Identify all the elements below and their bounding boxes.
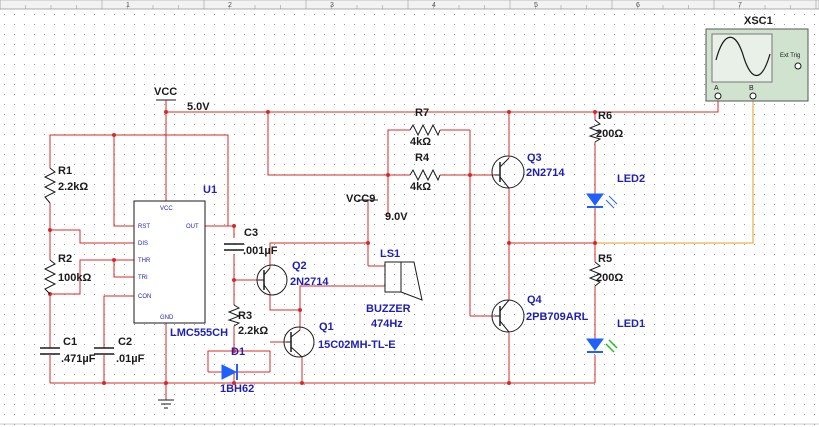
capacitor-c1[interactable]: C1 .471µF — [40, 336, 96, 365]
r2-value: 100kΩ — [58, 272, 91, 284]
q3-ref: Q3 — [527, 152, 542, 164]
u1-pin-vcc: VCC — [160, 206, 173, 212]
resistor-r7[interactable]: R7 4kΩ — [409, 107, 441, 148]
d1-part: 1BH62 — [220, 383, 254, 395]
resistor-r1[interactable]: R1 2.2kΩ — [43, 165, 88, 204]
c2-value: .01µF — [116, 353, 145, 365]
wires[interactable] — [49, 96, 719, 400]
ruler-mark: 5 — [534, 2, 538, 9]
c3-ref: C3 — [244, 227, 258, 239]
c2-ref: C2 — [118, 336, 132, 348]
led1-ref: LED1 — [617, 318, 645, 330]
capacitor-c2[interactable]: C2 .01µF — [94, 336, 145, 365]
waveform-icon — [715, 36, 771, 77]
r6-value: 200Ω — [596, 128, 623, 140]
u1-part: LMC555CH — [170, 327, 228, 339]
r3-ref: R3 — [238, 310, 252, 322]
c1-value: .471µF — [61, 353, 96, 365]
scope-probe-wire[interactable] — [595, 96, 754, 244]
ground-icon — [158, 399, 174, 409]
ruler-mark: 7 — [738, 2, 742, 9]
u1-ref: U1 — [203, 184, 217, 196]
transistor-q1[interactable]: Q1 15C02MH-TL-E — [283, 321, 396, 358]
q1-ref: Q1 — [319, 321, 334, 333]
q2-ref: Q2 — [292, 260, 307, 272]
ruler-mark: 2 — [228, 2, 232, 9]
ruler-mark: 4 — [432, 2, 436, 9]
top-ruler: 1 2 3 4 5 6 7 — [0, 0, 819, 10]
u1-pin-tri: TRI — [138, 275, 148, 281]
resistor-r2[interactable]: R2 100kΩ — [43, 253, 91, 295]
transistor-q2[interactable]: Q2 2N2714 — [256, 260, 329, 296]
ls1-ref: LS1 — [380, 248, 400, 260]
ls1-freq: 474Hz — [371, 318, 403, 330]
led2-ref: LED2 — [617, 173, 645, 185]
u1-pin-con: CON — [138, 294, 151, 300]
resistor-r5[interactable]: R5 200Ω — [588, 253, 623, 287]
r1-value: 2.2kΩ — [58, 181, 88, 193]
diode-d1[interactable]: D1 1BH62 — [220, 346, 254, 395]
q3-part: 2N2714 — [526, 167, 565, 179]
r4-value: 4kΩ — [410, 181, 431, 193]
vcc9-source[interactable]: VCC9 9.0V — [346, 193, 408, 223]
led-led2[interactable]: LED2 — [586, 173, 645, 209]
r3-value: 2.2kΩ — [238, 325, 268, 337]
ruler-mark: 6 — [636, 2, 640, 9]
transistor-q3[interactable]: Q3 2N2714 — [491, 132, 565, 189]
u1-pin-out: OUT — [186, 224, 199, 230]
r7-ref: R7 — [415, 107, 429, 119]
oscilloscope-xsc1[interactable]: A B Ext Trig XSC1 — [705, 15, 809, 102]
transistor-q4[interactable]: Q4 2PB709ARL — [491, 294, 589, 335]
ic-u1-555[interactable]: VCC RST OUT DIS THR TRI CON GND U1 LMC55… — [133, 184, 228, 339]
vcc-source[interactable]: VCC 5.0V — [154, 86, 210, 113]
ruler-mark: 3 — [330, 2, 334, 9]
junctions — [48, 110, 597, 385]
u1-pin-rst: RST — [138, 224, 150, 230]
r1-ref: R1 — [58, 165, 72, 177]
u1-pin-gnd: GND — [160, 315, 174, 321]
ls1-part: BUZZER — [366, 303, 411, 315]
d1-ref: D1 — [231, 346, 245, 358]
vcc-value: 5.0V — [187, 101, 210, 113]
r5-ref: R5 — [598, 253, 612, 265]
buzzer-ls1[interactable]: LS1 BUZZER 474Hz — [366, 248, 423, 330]
xsc1-ref: XSC1 — [744, 15, 773, 27]
r2-ref: R2 — [58, 253, 72, 265]
xsc1-ch-a: A — [714, 85, 719, 92]
xsc1-ch-b: B — [749, 85, 754, 92]
r6-ref: R6 — [598, 110, 612, 122]
resistor-r6[interactable]: R6 200Ω — [588, 110, 623, 143]
resistor-r3[interactable]: R3 2.2kΩ — [227, 304, 268, 337]
xsc1-ext-trig: Ext Trig — [780, 53, 800, 59]
q2-part: 2N2714 — [290, 276, 329, 288]
u1-pin-dis: DIS — [138, 241, 148, 247]
resistor-r4[interactable]: R4 4kΩ — [409, 152, 441, 193]
r4-ref: R4 — [415, 152, 430, 164]
q4-ref: Q4 — [527, 294, 543, 306]
q1-part: 15C02MH-TL-E — [318, 339, 396, 351]
c3-value: .001µF — [243, 245, 278, 257]
ruler-mark: 1 — [126, 2, 130, 9]
q4-part: 2PB709ARL — [526, 311, 589, 323]
vcc-label: VCC — [154, 86, 177, 98]
vcc9-value: 9.0V — [385, 211, 408, 223]
led-led1[interactable]: LED1 — [586, 318, 645, 353]
capacitor-c3[interactable]: C3 .001µF — [224, 227, 278, 257]
vcc9-label: VCC9 — [346, 193, 375, 205]
u1-pin-thr: THR — [138, 258, 151, 264]
r5-value: 200Ω — [596, 272, 623, 284]
r7-value: 4kΩ — [410, 136, 431, 148]
c1-ref: C1 — [63, 336, 77, 348]
